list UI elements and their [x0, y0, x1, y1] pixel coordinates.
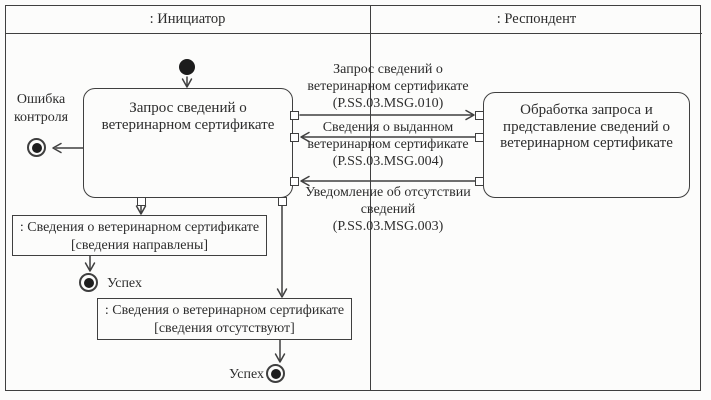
input-pin-msg2 [290, 133, 299, 142]
error-outcome-label: Ошибка контроля [13, 92, 69, 125]
message-code: (P.SS.03.MSG.010) [332, 96, 444, 112]
message-label: Сведения о выданном ветеринарном сертифи… [307, 120, 469, 153]
message-code: (P.SS.03.MSG.003) [332, 219, 444, 235]
lane-header-respondent: : Респондент [496, 11, 577, 27]
output-pin-msg3 [475, 177, 484, 186]
object-state: [сведения направлены] [70, 237, 209, 253]
message-issued-cert: Сведения о выданном ветеринарном сертифи… [297, 119, 479, 171]
message-code: (P.SS.03.MSG.004) [332, 154, 444, 170]
initial-node [179, 59, 195, 75]
object-state: [сведения отсутствуют] [154, 320, 295, 336]
success-label-sent: Успех [107, 276, 142, 291]
object-node-absent: : Сведения о ветеринарном сертификате [с… [97, 298, 352, 340]
message-no-data-notice: Уведомление об отсутствии сведений (P.SS… [291, 184, 485, 236]
swimlane-divider [370, 5, 371, 391]
output-pin-msg2 [475, 133, 484, 142]
object-title: : Сведения о ветеринарном сертификате [19, 220, 260, 235]
object-title: : Сведения о ветеринарном сертификате [104, 303, 345, 318]
activity-respondent-label: Обработка запроса и представление сведен… [500, 102, 673, 151]
message-label: Запрос сведений о ветеринарном сертифика… [307, 62, 469, 95]
final-node-success-sent [79, 273, 98, 292]
input-pin-msg3 [290, 177, 299, 186]
final-node-error [27, 138, 46, 157]
lane-header-initiator: : Инициатор [149, 11, 226, 27]
final-node-dot [31, 142, 42, 153]
input-pin-msg1 [475, 111, 484, 120]
final-node-success-absent [266, 364, 285, 383]
activity-respondent-action: Обработка запроса и представление сведен… [483, 92, 690, 198]
object-node-sent: : Сведения о ветеринарном сертификате [с… [12, 215, 267, 256]
lane-header-divider [5, 33, 702, 34]
activity-initiator-label: Запрос сведений о ветеринарном сертифика… [101, 100, 275, 133]
success-label-absent: Успех [229, 367, 264, 382]
final-node-dot [270, 368, 281, 379]
output-pin-msg1 [290, 111, 299, 120]
message-label: Уведомление об отсутствии сведений [305, 185, 471, 218]
message-request-cert: Запрос сведений о ветеринарном сертифика… [297, 61, 479, 113]
output-pin-absent [278, 197, 287, 206]
final-node-dot [83, 277, 94, 288]
diagram-border [5, 5, 701, 391]
output-pin-sent [137, 197, 146, 206]
activity-initiator-action: Запрос сведений о ветеринарном сертифика… [83, 88, 293, 198]
